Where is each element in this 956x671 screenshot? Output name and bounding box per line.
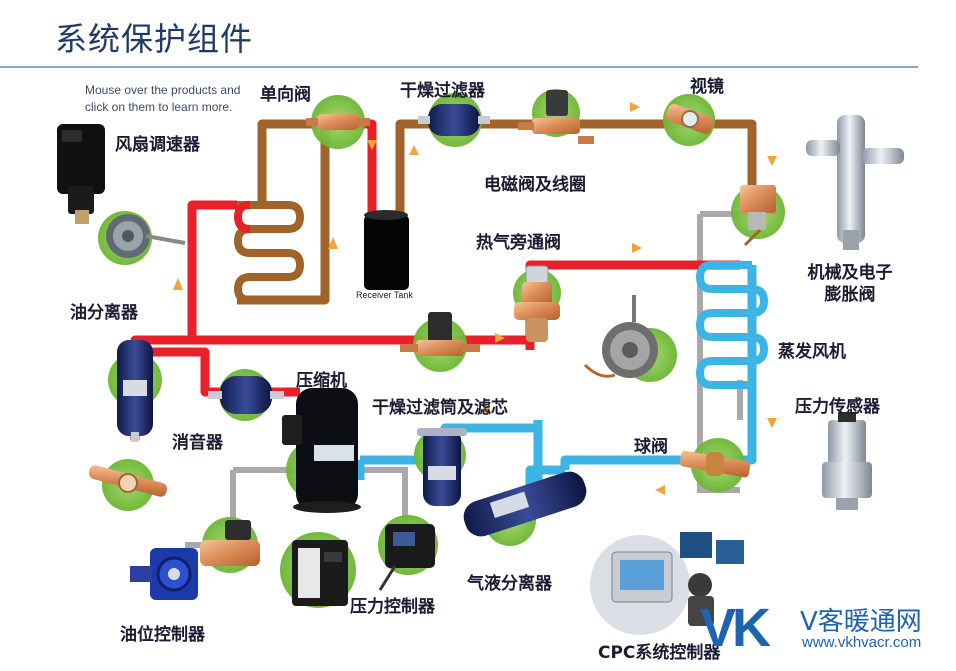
label-oil-level-controller[interactable]: 油位控制器 xyxy=(120,625,205,645)
liquid-line xyxy=(237,119,757,305)
arrow-down-2 xyxy=(767,156,777,166)
hint-text: Mouse over the products and click on the… xyxy=(85,83,241,114)
arrow-right-3 xyxy=(495,333,505,343)
cpc-controller[interactable] xyxy=(611,532,744,626)
label-one-way-valve[interactable]: 单向阀 xyxy=(260,85,311,105)
arrow-up-1 xyxy=(409,145,419,155)
label-dryer-filter[interactable]: 干燥过滤器 xyxy=(400,81,485,101)
label-compressor[interactable]: 压缩机 xyxy=(296,371,347,391)
muffler[interactable] xyxy=(208,376,284,414)
dryer-filter[interactable] xyxy=(418,104,490,136)
label-evaporator-fan[interactable]: 蒸发风机 xyxy=(778,342,846,362)
sight-glass[interactable] xyxy=(664,102,715,135)
pressure-sensor[interactable] xyxy=(822,412,872,510)
label-filter-drier-core[interactable]: 干燥过滤筒及滤芯 xyxy=(372,398,508,418)
arrow-left-1 xyxy=(480,405,490,415)
condenser-coil xyxy=(233,201,305,304)
ball-valve[interactable] xyxy=(679,450,751,478)
page-title: 系统保护组件 xyxy=(55,20,254,58)
label-pressure-controller[interactable]: 压力控制器 xyxy=(350,597,435,617)
label-cpc-controller[interactable]: CPC系统控制器 xyxy=(598,643,721,663)
label-oil-separator[interactable]: 油分离器 xyxy=(70,303,138,323)
label-expansion-valve[interactable]: 机械及电子 膨胀阀 xyxy=(795,262,905,306)
arrow-up-2 xyxy=(173,278,183,290)
watermark-name: V客暖通网 xyxy=(800,607,922,637)
label-expansion-valve-line1: 机械及电子 xyxy=(807,263,893,283)
flow-arrows xyxy=(173,102,777,495)
hot-gas-bypass-valve[interactable] xyxy=(514,265,560,342)
sight-glass-left[interactable] xyxy=(88,464,169,498)
expansion-valve[interactable] xyxy=(740,185,776,247)
evaporator-fan[interactable] xyxy=(583,295,658,378)
solenoid-valve-mid[interactable] xyxy=(400,312,480,356)
fan-speed-controller[interactable] xyxy=(57,124,105,224)
label-gas-liquid-separator[interactable]: 气液分离器 xyxy=(467,574,552,594)
label-solenoid-valve[interactable]: 电磁阀及线圈 xyxy=(484,175,586,195)
watermark-url: www.vkhvacr.com xyxy=(802,634,922,651)
watermark: VK V客暖通网 www.vkhvacr.com xyxy=(700,598,950,658)
solenoid-valve-top[interactable] xyxy=(518,90,594,144)
arrow-down-3 xyxy=(767,418,777,428)
arrow-down-1 xyxy=(367,140,377,150)
arrow-left-2 xyxy=(655,485,665,495)
label-ball-valve[interactable]: 球阀 xyxy=(634,437,668,457)
controller-module[interactable] xyxy=(292,540,348,606)
evaporator-coil xyxy=(695,261,769,389)
one-way-valve[interactable] xyxy=(306,114,370,130)
oil-separator[interactable] xyxy=(117,340,153,442)
arrow-right-1 xyxy=(630,102,640,112)
watermark-logo: VK xyxy=(700,598,771,658)
pressure-controller[interactable] xyxy=(378,524,435,591)
label-fan-speed-controller[interactable]: 风扇调速器 xyxy=(115,135,200,155)
gas-liquid-separator[interactable] xyxy=(460,467,591,540)
condenser-coil-red xyxy=(233,201,251,233)
arrow-right-2 xyxy=(632,243,642,253)
compressor[interactable] xyxy=(282,388,361,513)
filter-drier-core[interactable] xyxy=(417,428,467,506)
expansion-valve-product[interactable] xyxy=(806,115,904,250)
label-hot-gas-bypass[interactable]: 热气旁通阀 xyxy=(476,233,561,253)
label-pressure-sensor[interactable]: 压力传感器 xyxy=(795,397,880,417)
label-expansion-valve-line2: 膨胀阀 xyxy=(824,285,876,305)
receiver-tank-label: Receiver Tank xyxy=(356,290,413,300)
receiver-tank[interactable] xyxy=(364,210,409,290)
oil-level-controller[interactable] xyxy=(130,520,260,600)
fan-motor[interactable] xyxy=(106,214,186,258)
title-divider xyxy=(0,66,918,68)
label-muffler[interactable]: 消音器 xyxy=(172,433,223,453)
arrow-up-3 xyxy=(328,237,338,249)
label-sight-glass[interactable]: 视镜 xyxy=(690,77,724,97)
